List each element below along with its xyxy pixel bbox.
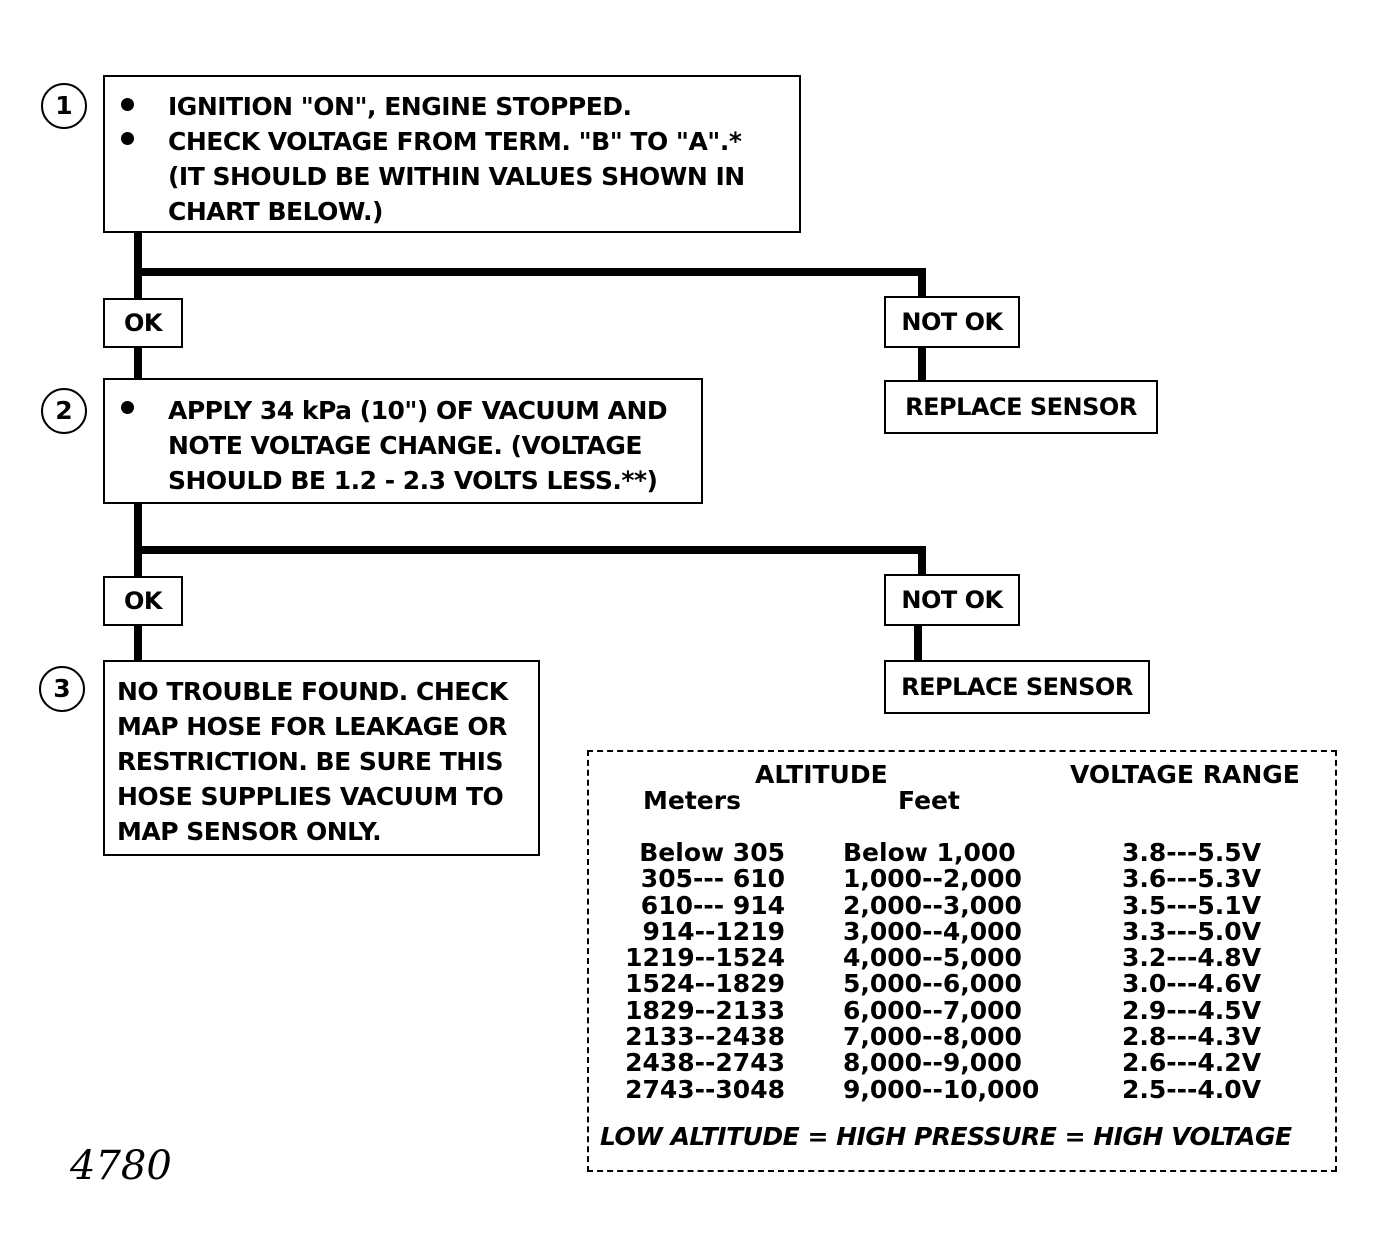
feet-cell: 4,000--5,000 bbox=[843, 943, 1022, 973]
feet-cell: 8,000--9,000 bbox=[843, 1048, 1022, 1078]
step-1-line-1: IGNITION "ON", ENGINE STOPPED. bbox=[168, 92, 632, 121]
step-3-line-4: HOSE SUPPLIES VACUUM TO bbox=[117, 782, 504, 811]
feet-cell: Below 1,000 bbox=[843, 838, 1016, 867]
step-2-line-1: APPLY 34 kPa (10") OF VACUUM AND bbox=[168, 396, 668, 425]
voltage-cell: 2.6---4.2V bbox=[1122, 1048, 1262, 1078]
feet-cell: 7,000--8,000 bbox=[843, 1022, 1022, 1052]
altitude-voltage-table bbox=[587, 750, 1337, 1172]
connector-2-down bbox=[134, 503, 142, 576]
feet-cell: 6,000--7,000 bbox=[843, 995, 1022, 1025]
bullet-icon bbox=[121, 401, 134, 414]
voltage-cell: 2.9---4.5V bbox=[1122, 995, 1262, 1025]
connector-notok2-replace bbox=[914, 624, 922, 662]
meters-cell: 1219--1524 bbox=[625, 943, 785, 973]
voltage-cell: 3.2---4.8V bbox=[1122, 943, 1262, 973]
feet-column: Below 1,000 1,000--2,000 2,000--3,000 3,… bbox=[843, 838, 1043, 1104]
meters-cell: 1524--1829 bbox=[625, 969, 785, 999]
meters-cell: 2133--2438 bbox=[625, 1022, 785, 1052]
meters-cell: 610--- 914 bbox=[640, 890, 785, 920]
step-1-line-2: CHECK VOLTAGE FROM TERM. "B" TO "A".* bbox=[168, 127, 742, 156]
feet-cell: 2,000--3,000 bbox=[843, 890, 1022, 920]
step-2-box: APPLY 34 kPa (10") OF VACUUM AND NOTE VO… bbox=[103, 378, 703, 504]
ok-label-1: OK bbox=[103, 298, 183, 348]
replace-sensor-1: REPLACE SENSOR bbox=[884, 380, 1158, 434]
step-3-number: 3 bbox=[39, 666, 85, 712]
step-3-line-1: NO TROUBLE FOUND. CHECK bbox=[117, 677, 508, 706]
meters-cell: Below 305 bbox=[639, 838, 785, 867]
connector-notok1-replace bbox=[918, 346, 926, 380]
connector-1-branch bbox=[134, 268, 926, 276]
voltage-cell: 2.5---4.0V bbox=[1122, 1074, 1262, 1104]
meters-cell: 1829--2133 bbox=[625, 995, 785, 1025]
meters-cell: 914--1219 bbox=[642, 916, 785, 946]
step-1-number: 1 bbox=[41, 83, 87, 129]
connector-2-branch bbox=[134, 546, 926, 554]
connector-ok1-step2 bbox=[134, 346, 142, 380]
step-3-line-2: MAP HOSE FOR LEAKAGE OR bbox=[117, 712, 507, 741]
replace-sensor-2: REPLACE SENSOR bbox=[884, 660, 1150, 714]
step-1-line-3: (IT SHOULD BE WITHIN VALUES SHOWN IN bbox=[168, 162, 745, 191]
connector-1-notok bbox=[918, 268, 926, 298]
voltage-cell: 3.8---5.5V bbox=[1122, 838, 1262, 867]
voltage-cell: 3.3---5.0V bbox=[1122, 916, 1262, 946]
meters-cell: 2743--3048 bbox=[625, 1074, 785, 1104]
not-ok-label-2: NOT OK bbox=[884, 574, 1020, 626]
step-3-box: NO TROUBLE FOUND. CHECK MAP HOSE FOR LEA… bbox=[103, 660, 540, 856]
bullet-icon bbox=[121, 132, 134, 145]
step-1-box: IGNITION "ON", ENGINE STOPPED. CHECK VOL… bbox=[103, 75, 801, 233]
meters-cell: 305--- 610 bbox=[640, 864, 785, 894]
connector-1-down bbox=[134, 232, 142, 298]
figure-number: 4780 bbox=[70, 1143, 172, 1189]
ok-label-2: OK bbox=[103, 576, 183, 626]
altitude-pressure-note: LOW ALTITUDE = HIGH PRESSURE = HIGH VOLT… bbox=[600, 1122, 1292, 1151]
step-2-number: 2 bbox=[41, 388, 87, 434]
header-voltage-range: VOLTAGE RANGE bbox=[1070, 760, 1300, 789]
header-meters: Meters bbox=[643, 786, 741, 815]
not-ok-label-1: NOT OK bbox=[884, 296, 1020, 348]
voltage-cell: 3.5---5.1V bbox=[1122, 890, 1262, 920]
connector-2-notok bbox=[918, 546, 926, 576]
step-2-line-2: NOTE VOLTAGE CHANGE. (VOLTAGE bbox=[168, 431, 643, 460]
step-2-line-3: SHOULD BE 1.2 - 2.3 VOLTS LESS.**) bbox=[168, 466, 658, 495]
feet-cell: 5,000--6,000 bbox=[843, 969, 1022, 999]
voltage-cell: 3.0---4.6V bbox=[1122, 969, 1262, 999]
meters-column: Below 305 305--- 610 610--- 914 914--121… bbox=[620, 838, 785, 1104]
header-altitude: ALTITUDE bbox=[755, 760, 888, 789]
feet-cell: 1,000--2,000 bbox=[843, 864, 1022, 894]
bullet-icon bbox=[121, 98, 134, 111]
connector-ok2-step3 bbox=[134, 624, 142, 662]
step-3-line-5: MAP SENSOR ONLY. bbox=[117, 817, 382, 846]
feet-cell: 9,000--10,000 bbox=[843, 1074, 1040, 1104]
voltage-column: 3.8---5.5V 3.6---5.3V 3.5---5.1V 3.3---5… bbox=[1122, 838, 1282, 1104]
header-feet: Feet bbox=[898, 786, 960, 815]
step-3-line-3: RESTRICTION. BE SURE THIS bbox=[117, 747, 503, 776]
voltage-cell: 2.8---4.3V bbox=[1122, 1022, 1262, 1052]
voltage-cell: 3.6---5.3V bbox=[1122, 864, 1262, 894]
meters-cell: 2438--2743 bbox=[625, 1048, 785, 1078]
step-1-line-4: CHART BELOW.) bbox=[168, 197, 383, 226]
feet-cell: 3,000--4,000 bbox=[843, 916, 1022, 946]
